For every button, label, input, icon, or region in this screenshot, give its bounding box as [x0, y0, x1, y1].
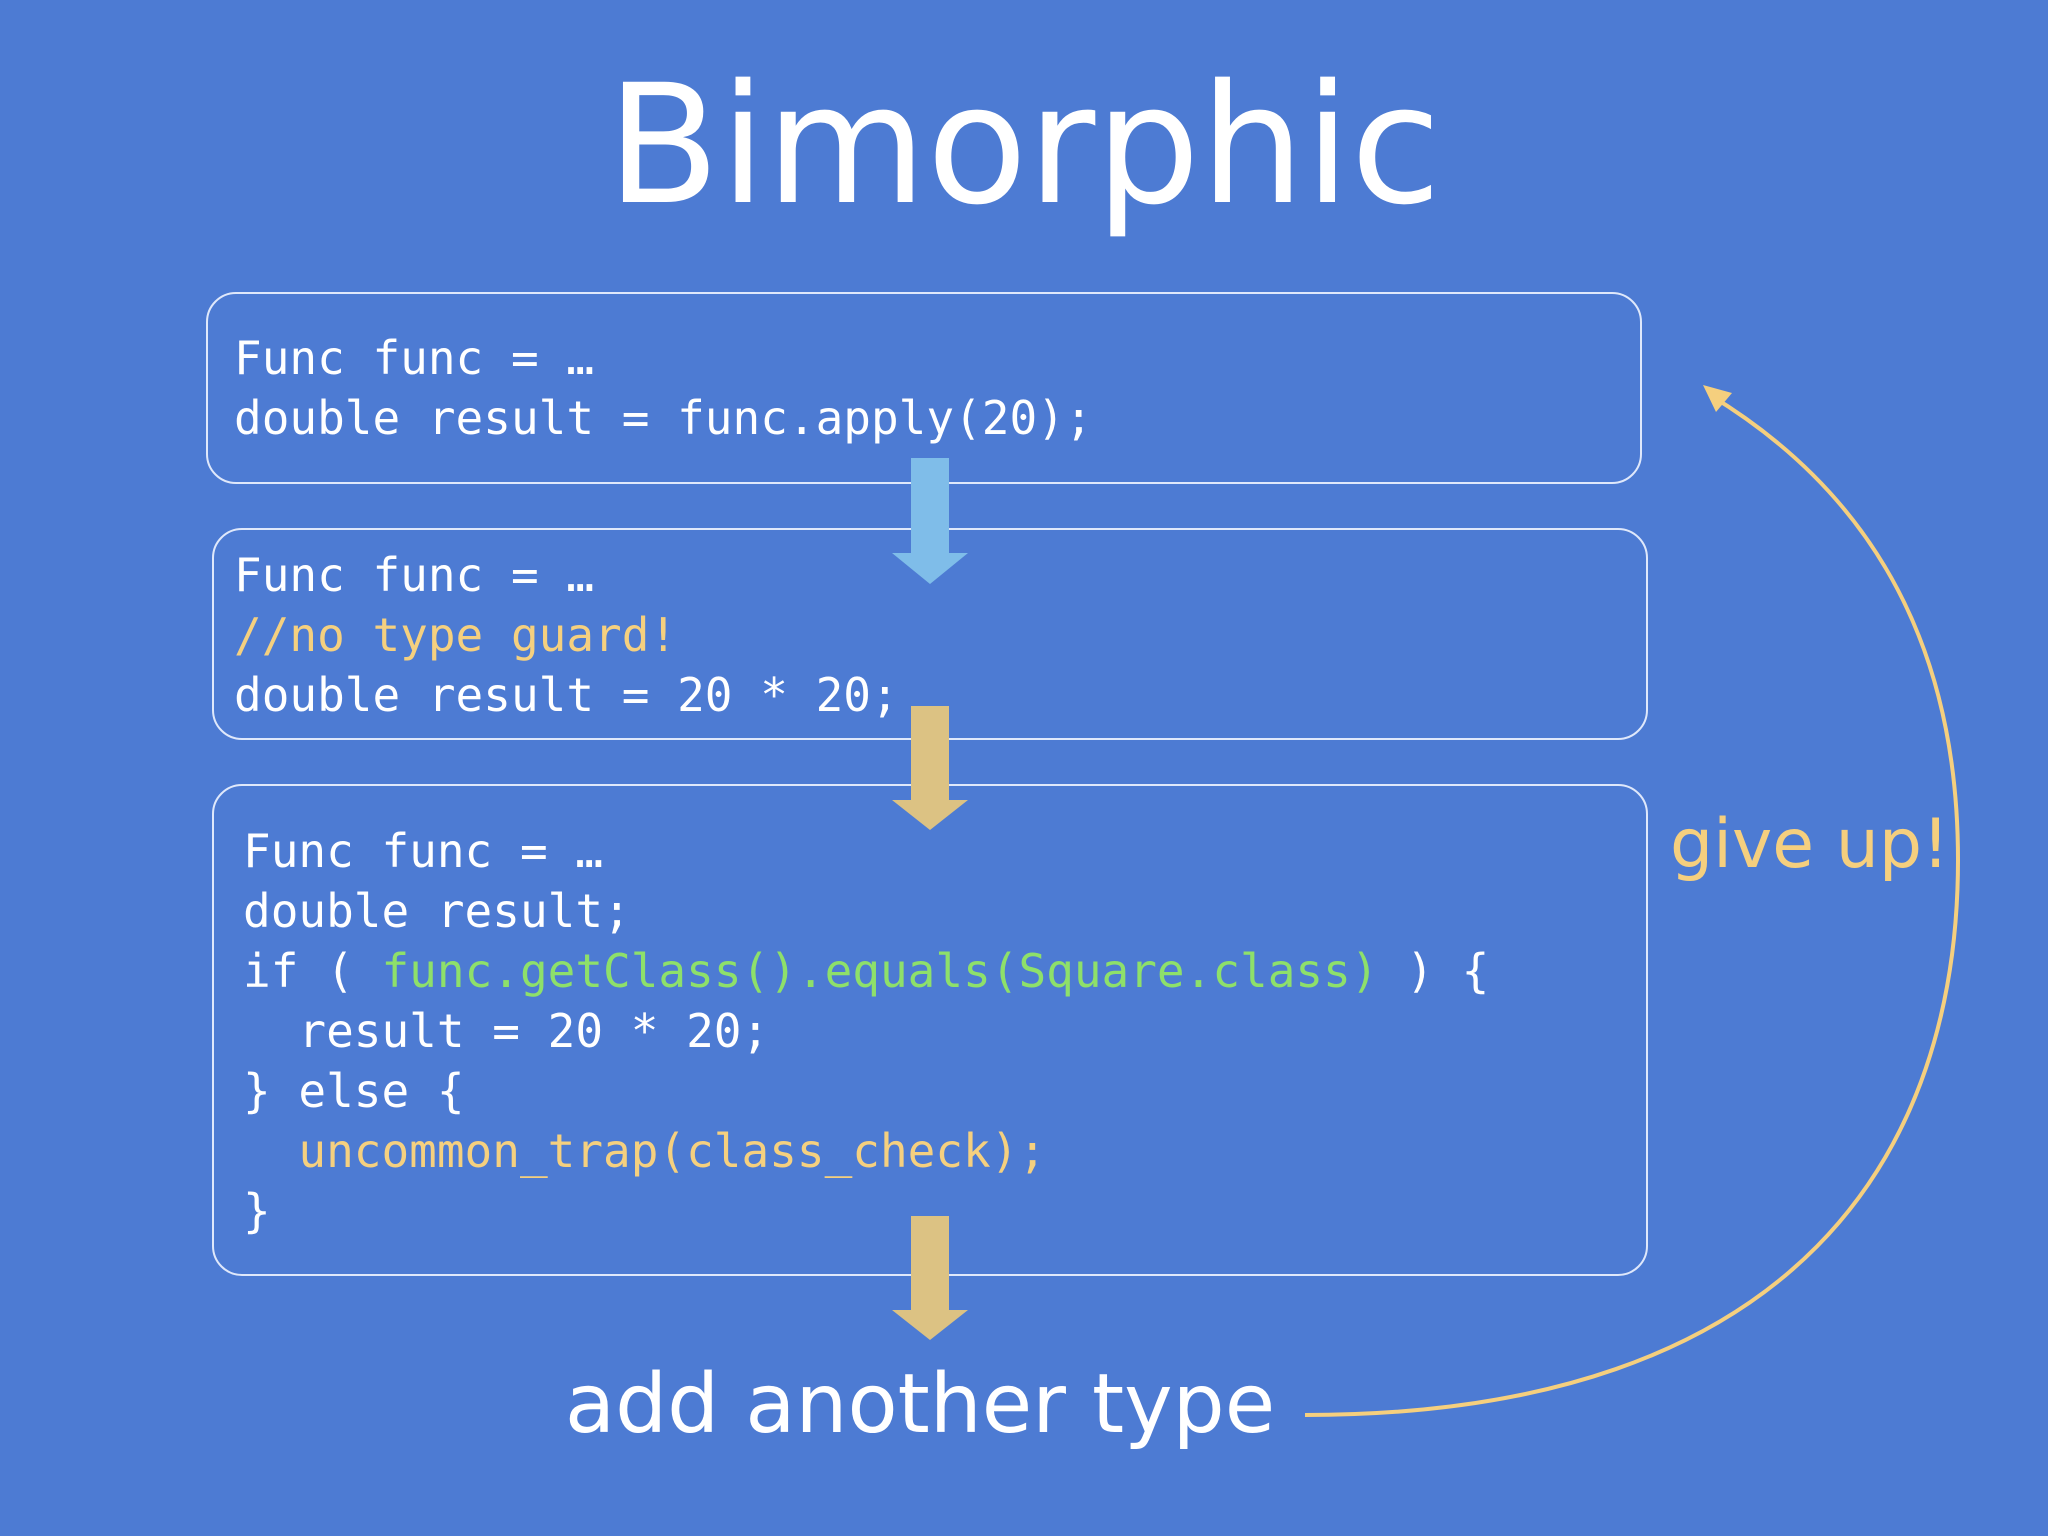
add-another-type-label: add another type [564, 1357, 1276, 1452]
code-keyword: if ( [243, 944, 382, 998]
code-line: } else { [243, 1064, 465, 1118]
code-line: result = 20 * 20; [243, 1004, 770, 1058]
code-line: Func func = … [234, 331, 595, 385]
slide-title: Bimorphic [606, 49, 1442, 241]
code-comment: //no type guard! [234, 608, 678, 662]
uncommon-trap-call: uncommon_trap(class_check); [243, 1124, 1047, 1178]
code-line: double result = func.apply(20); [234, 391, 1093, 445]
arrow-head-icon [1703, 385, 1732, 412]
code-line: Func func = … [243, 824, 604, 878]
type-check-expression: func.getClass().equals(Square.class) [381, 944, 1379, 998]
code-line: double result; [243, 884, 631, 938]
code-text: ) { [1378, 944, 1490, 998]
down-arrow-icon [892, 458, 968, 584]
down-arrow-icon [892, 706, 968, 830]
down-arrow-icon [892, 1216, 968, 1340]
code-line: Func func = … [234, 548, 595, 602]
give-up-label: give up! [1670, 805, 1950, 884]
code-line-if: if ( func.getClass().equals(Square.class… [243, 941, 1489, 1001]
code-line: } [243, 1184, 271, 1238]
code-line: double result = 20 * 20; [234, 668, 899, 722]
give-up-loop-arrow [1304, 393, 1961, 1417]
